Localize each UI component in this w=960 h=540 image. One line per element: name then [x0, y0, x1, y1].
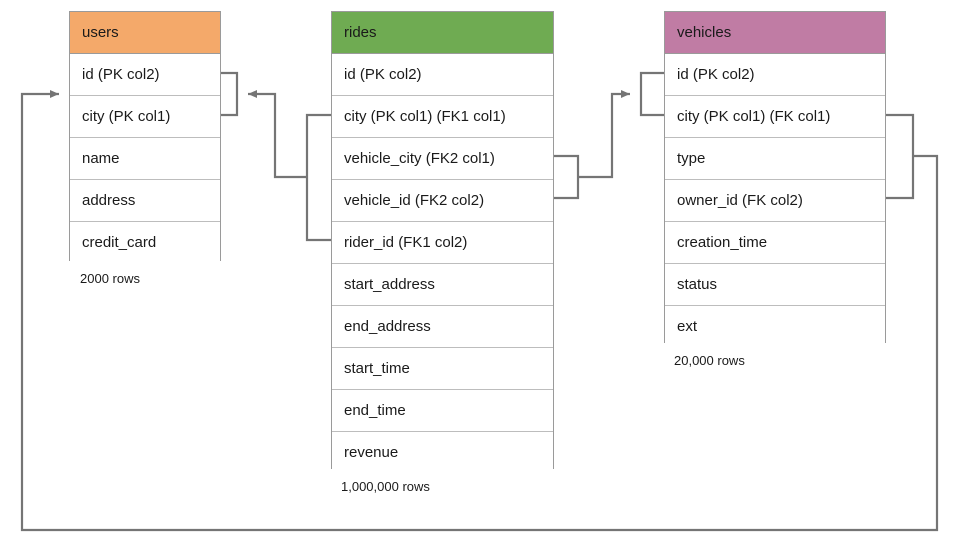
column-rides-vehicle-city[interactable]: vehicle_city (FK2 col1) [332, 138, 553, 180]
vehicles-target-bracket [639, 71, 664, 117]
column-vehicles-city[interactable]: city (PK col1) (FK col1) [665, 96, 885, 138]
column-rides-rider-id[interactable]: rider_id (FK1 col2) [332, 222, 553, 264]
column-users-name[interactable]: name [70, 138, 220, 180]
column-vehicles-owner-id[interactable]: owner_id (FK col2) [665, 180, 885, 222]
entity-vehicles[interactable]: vehicles id (PK col2) city (PK col1) (FK… [664, 11, 886, 348]
connector-vehicles-users-source [886, 113, 915, 200]
column-rides-vehicle-id[interactable]: vehicle_id (FK2 col2) [332, 180, 553, 222]
column-vehicles-type[interactable]: type [665, 138, 885, 180]
column-rides-id[interactable]: id (PK col2) [332, 54, 553, 96]
entity-users[interactable]: users id (PK col2) city (PK col1) name a… [69, 11, 221, 264]
entity-users-title: users [70, 12, 220, 54]
users-target-bracket [221, 71, 239, 117]
column-vehicles-status[interactable]: status [665, 264, 885, 306]
entity-rides-title: rides [332, 12, 553, 54]
column-users-id[interactable]: id (PK col2) [70, 54, 220, 96]
column-rides-start-address[interactable]: start_address [332, 264, 553, 306]
column-users-credit-card[interactable]: credit_card [70, 222, 220, 264]
connector-rides-vehicles-link [578, 90, 630, 179]
column-users-address[interactable]: address [70, 180, 220, 222]
entity-rides[interactable]: rides id (PK col2) city (PK col1) (FK1 c… [331, 11, 554, 474]
row-count-users: 2000 rows [80, 271, 140, 286]
column-users-city[interactable]: city (PK col1) [70, 96, 220, 138]
entity-vehicles-title: vehicles [665, 12, 885, 54]
row-count-vehicles: 20,000 rows [674, 353, 745, 368]
column-rides-end-address[interactable]: end_address [332, 306, 553, 348]
column-rides-city[interactable]: city (PK col1) (FK1 col1) [332, 96, 553, 138]
column-rides-start-time[interactable]: start_time [332, 348, 553, 390]
connector-rides-vehicles-source [554, 154, 580, 200]
column-rides-end-time[interactable]: end_time [332, 390, 553, 432]
connector-rides-users-link [248, 90, 307, 179]
column-vehicles-ext[interactable]: ext [665, 306, 885, 348]
row-count-rides: 1,000,000 rows [341, 479, 430, 494]
column-vehicles-creation-time[interactable]: creation_time [665, 222, 885, 264]
connector-rides-users-source [305, 113, 331, 242]
column-rides-revenue[interactable]: revenue [332, 432, 553, 474]
column-vehicles-id[interactable]: id (PK col2) [665, 54, 885, 96]
